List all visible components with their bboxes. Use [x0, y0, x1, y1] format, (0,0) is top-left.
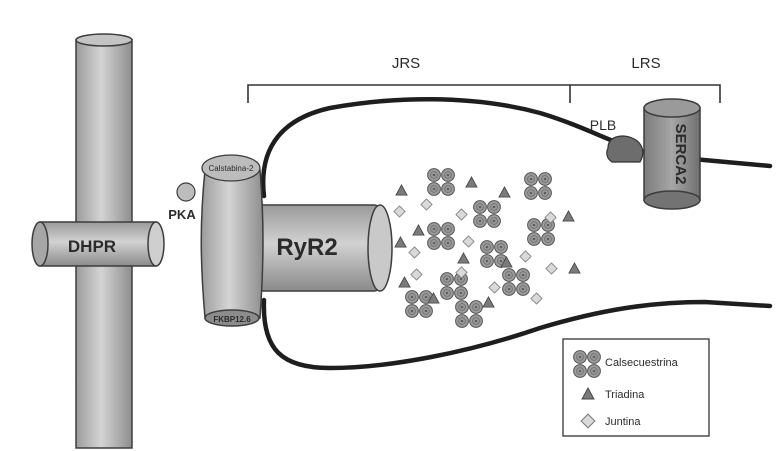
legend-calsequestrin-label: Calsecuestrina [605, 357, 679, 369]
lrs-label: LRS [631, 55, 660, 72]
calstabina-label: Calstabina-2 [209, 164, 254, 173]
calsequestrin-group [428, 169, 455, 196]
fkbp-label: FKBP12.6 [213, 315, 251, 324]
triadin-marker [395, 237, 406, 247]
calsequestrin-group [456, 301, 483, 328]
plb-label: PLB [590, 117, 616, 133]
junctin-marker [520, 251, 531, 262]
calsequestrin-group [503, 269, 530, 296]
triadin-marker [396, 185, 407, 195]
dhpr-label: DHPR [68, 237, 116, 256]
junctin-marker [489, 282, 500, 293]
triadin-marker [499, 187, 510, 197]
triadin-marker [466, 177, 477, 187]
calsequestrin-group [428, 223, 455, 250]
junctin-marker [409, 247, 420, 258]
triadin-marker [399, 277, 410, 287]
junctin-marker [531, 293, 542, 304]
serca2-pump [644, 99, 700, 209]
plb-protein [607, 136, 643, 162]
junctin-marker [456, 209, 467, 220]
triadin-marker [563, 211, 574, 221]
triadin-marker [483, 297, 494, 307]
legend-junctin-label: Juntina [605, 416, 641, 428]
serca2-label: SERCA2 [672, 124, 689, 185]
junctin-marker [411, 269, 422, 280]
triadin-marker [458, 253, 469, 263]
junctin-marker [394, 206, 405, 217]
protein-cluster [394, 169, 580, 328]
ryr2-label: RyR2 [276, 234, 337, 261]
pka-label: PKA [168, 207, 196, 222]
triadin-marker [569, 263, 580, 273]
junctin-marker [463, 236, 474, 247]
jrs-label: JRS [392, 55, 420, 72]
calsequestrin-group [474, 201, 501, 228]
legend: Calsecuestrina Triadina Juntina [563, 339, 709, 436]
triadin-marker [413, 225, 424, 235]
junctin-marker [546, 263, 557, 274]
junctin-marker [421, 199, 432, 210]
pka-protein [177, 183, 195, 201]
calsequestrin-group [525, 173, 552, 200]
calsequestrin-group [406, 291, 433, 318]
legend-triadin-label: Triadina [605, 389, 645, 401]
